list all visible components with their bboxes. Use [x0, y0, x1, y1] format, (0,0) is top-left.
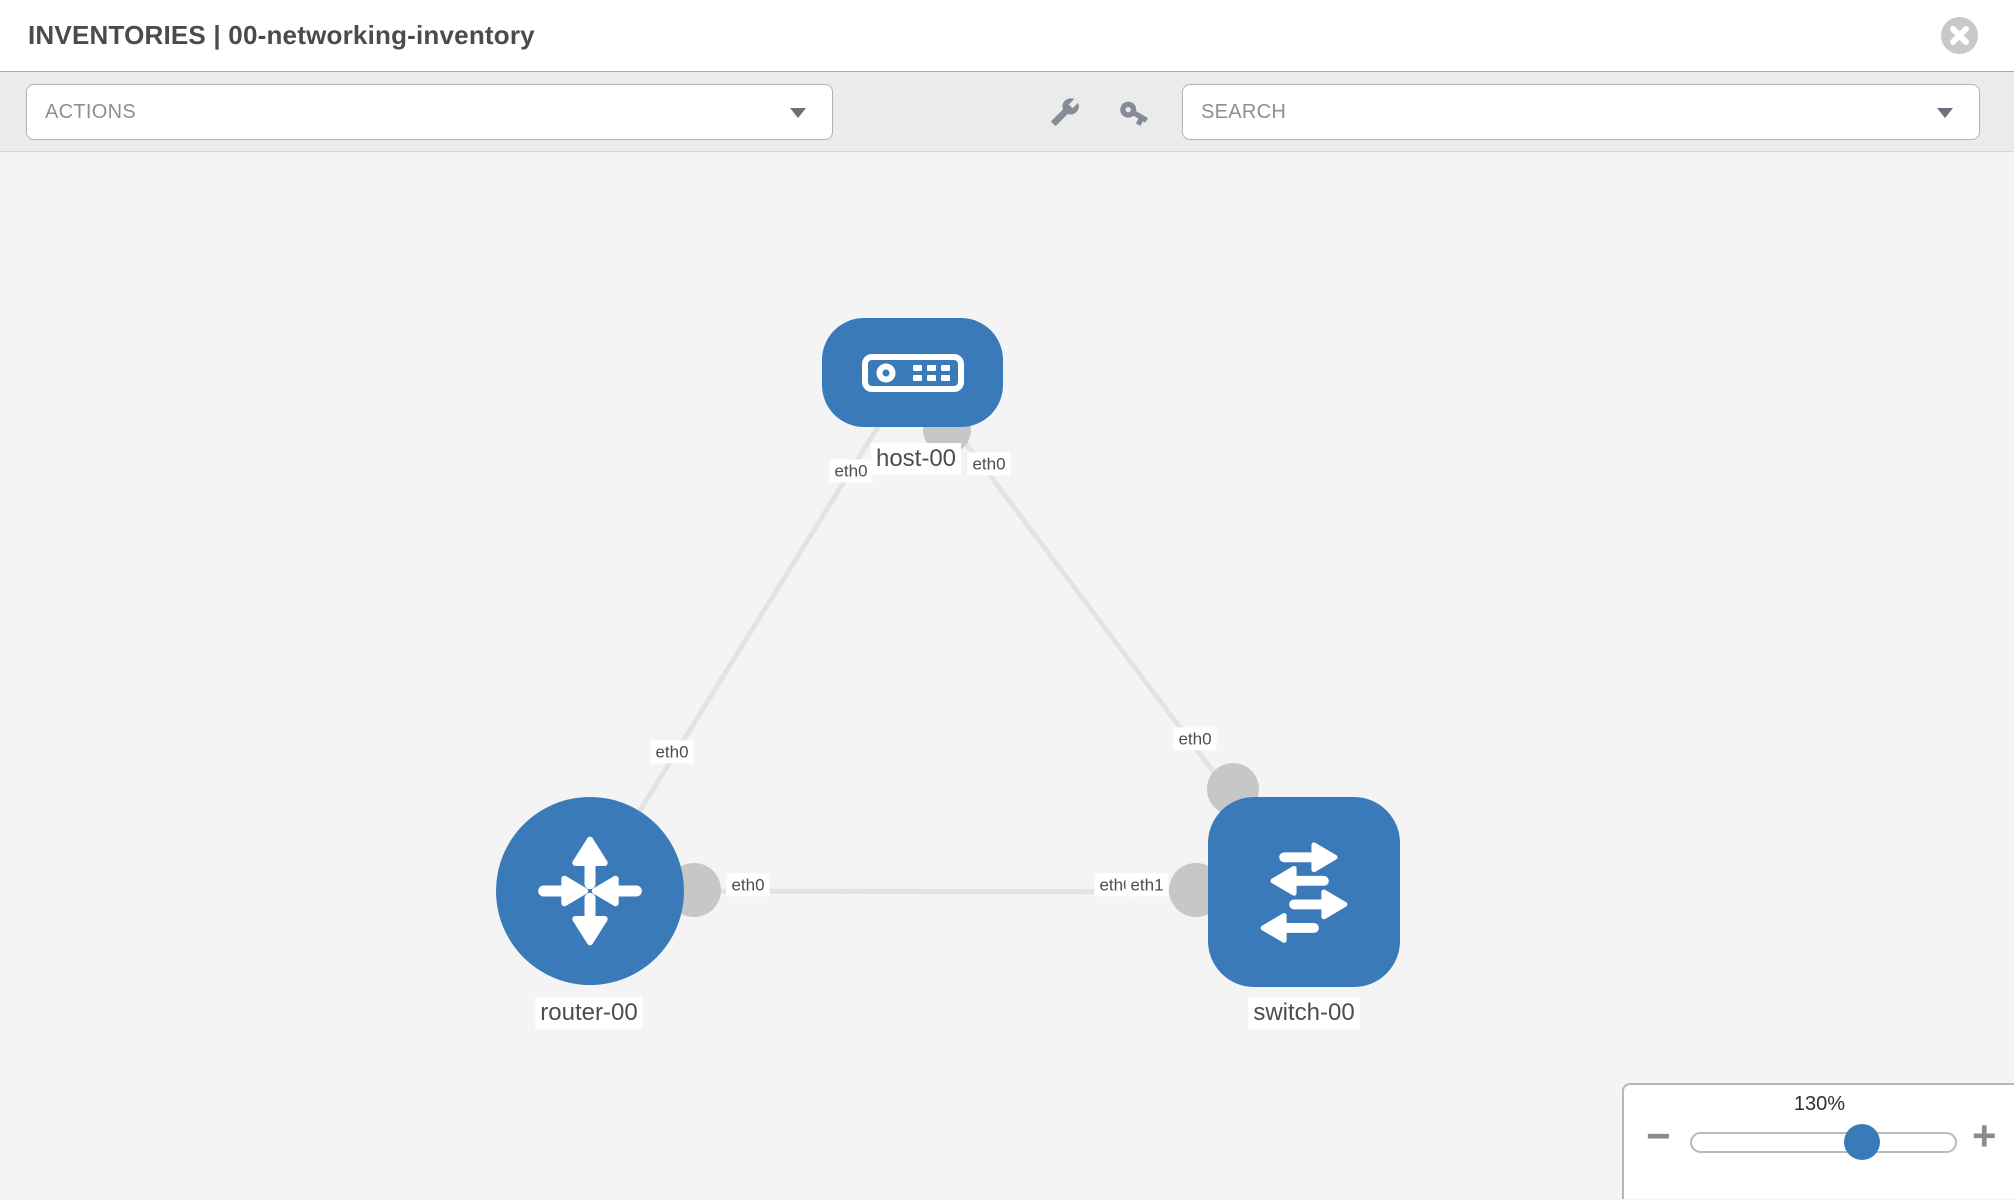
- node-label-host-00: host-00: [870, 443, 962, 475]
- zoom-in-button[interactable]: +: [1972, 1112, 1997, 1159]
- key-button[interactable]: [1118, 97, 1150, 134]
- iface-label-switch-eth1-left: eth1: [1125, 873, 1169, 897]
- iface-label-router-eth0-top: eth0: [650, 740, 694, 764]
- close-icon: [1941, 17, 1978, 54]
- close-button[interactable]: [1941, 17, 1978, 54]
- node-switch-00[interactable]: [1208, 797, 1400, 987]
- key-icon: [1120, 101, 1149, 126]
- zoom-slider[interactable]: [1690, 1124, 1957, 1160]
- topology-links: [587, 370, 1306, 917]
- zoom-panel: 130% − +: [1622, 1083, 2014, 1199]
- chevron-down-icon: [790, 108, 806, 118]
- zoom-slider-thumb[interactable]: [1844, 1124, 1880, 1160]
- node-label-switch-00: switch-00: [1248, 997, 1360, 1029]
- toolbar: ACTIONS SEARCH: [0, 72, 2014, 152]
- actions-dropdown-label: ACTIONS: [45, 100, 136, 123]
- iface-label-host-eth0-right: eth0: [967, 452, 1011, 476]
- iface-label-router-eth0-right: eth0: [726, 873, 770, 897]
- router-icon: [538, 836, 642, 946]
- topology-canvas[interactable]: host-00 router-00 switch-00 eth0 eth0 et…: [0, 152, 2014, 1199]
- link-host-router: [587, 370, 915, 893]
- search-dropdown-label: SEARCH: [1201, 100, 1287, 123]
- zoom-out-button[interactable]: −: [1646, 1112, 1671, 1159]
- host-icon: [861, 353, 964, 392]
- search-dropdown[interactable]: SEARCH: [1182, 84, 1980, 140]
- page-title: INVENTORIES | 00-networking-inventory: [28, 20, 535, 50]
- chevron-down-icon: [1937, 108, 1953, 118]
- wrench-button[interactable]: [1050, 97, 1080, 132]
- wrench-icon: [1051, 98, 1079, 126]
- iface-label-host-eth0-left: eth0: [829, 459, 873, 483]
- header: INVENTORIES | 00-networking-inventory: [0, 0, 2014, 72]
- actions-dropdown[interactable]: ACTIONS: [26, 84, 833, 140]
- zoom-level: 130%: [1793, 1093, 1846, 1115]
- node-host-00[interactable]: [822, 318, 1003, 427]
- node-router-00[interactable]: [496, 797, 684, 985]
- iface-label-switch-eth0-top: eth0: [1173, 727, 1217, 751]
- switch-icon: [1260, 842, 1348, 943]
- node-label-router-00: router-00: [535, 997, 643, 1029]
